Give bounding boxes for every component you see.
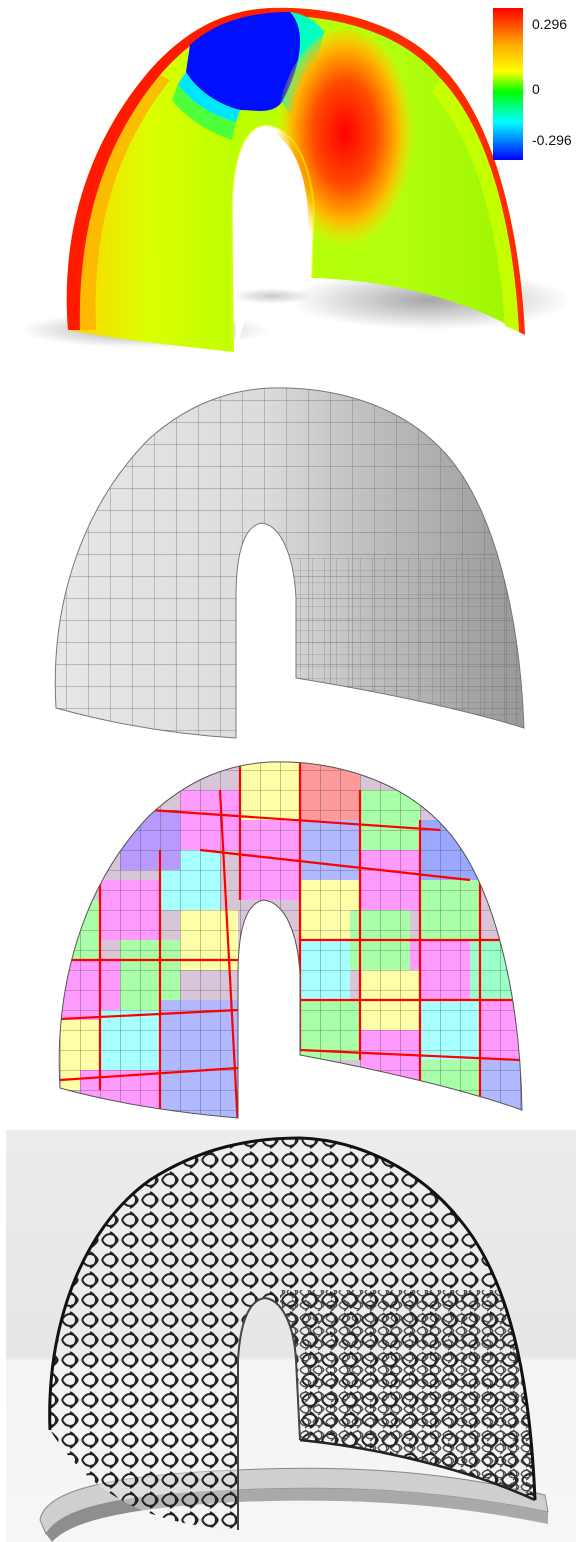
lattice-arch-edge: [237, 1296, 301, 1530]
red-region: [275, 30, 415, 260]
curvature-map-panel: 0.296 0 -0.296: [0, 0, 582, 375]
patch-outline: [58, 761, 523, 1119]
arch-opening: [236, 132, 308, 352]
fabricated-lattice-figure: [6, 1130, 576, 1542]
mesh-outline: [54, 387, 525, 739]
patch-layout-panel: [0, 750, 582, 1128]
fabricated-lattice-panel: [0, 1130, 582, 1542]
colorbar-mid-label: 0: [532, 81, 540, 97]
colorbar: [493, 8, 523, 160]
colorbar-min-label: -0.296: [532, 132, 572, 148]
curvature-map-figure: [20, 7, 570, 353]
blue-region: [186, 12, 301, 111]
quad-mesh-panel: [0, 378, 582, 748]
quad-mesh-figure: [54, 387, 525, 739]
lattice-rim: [48, 1136, 537, 1501]
colorbar-max-label: 0.296: [532, 16, 568, 32]
patch-layout-figure: [58, 761, 523, 1119]
